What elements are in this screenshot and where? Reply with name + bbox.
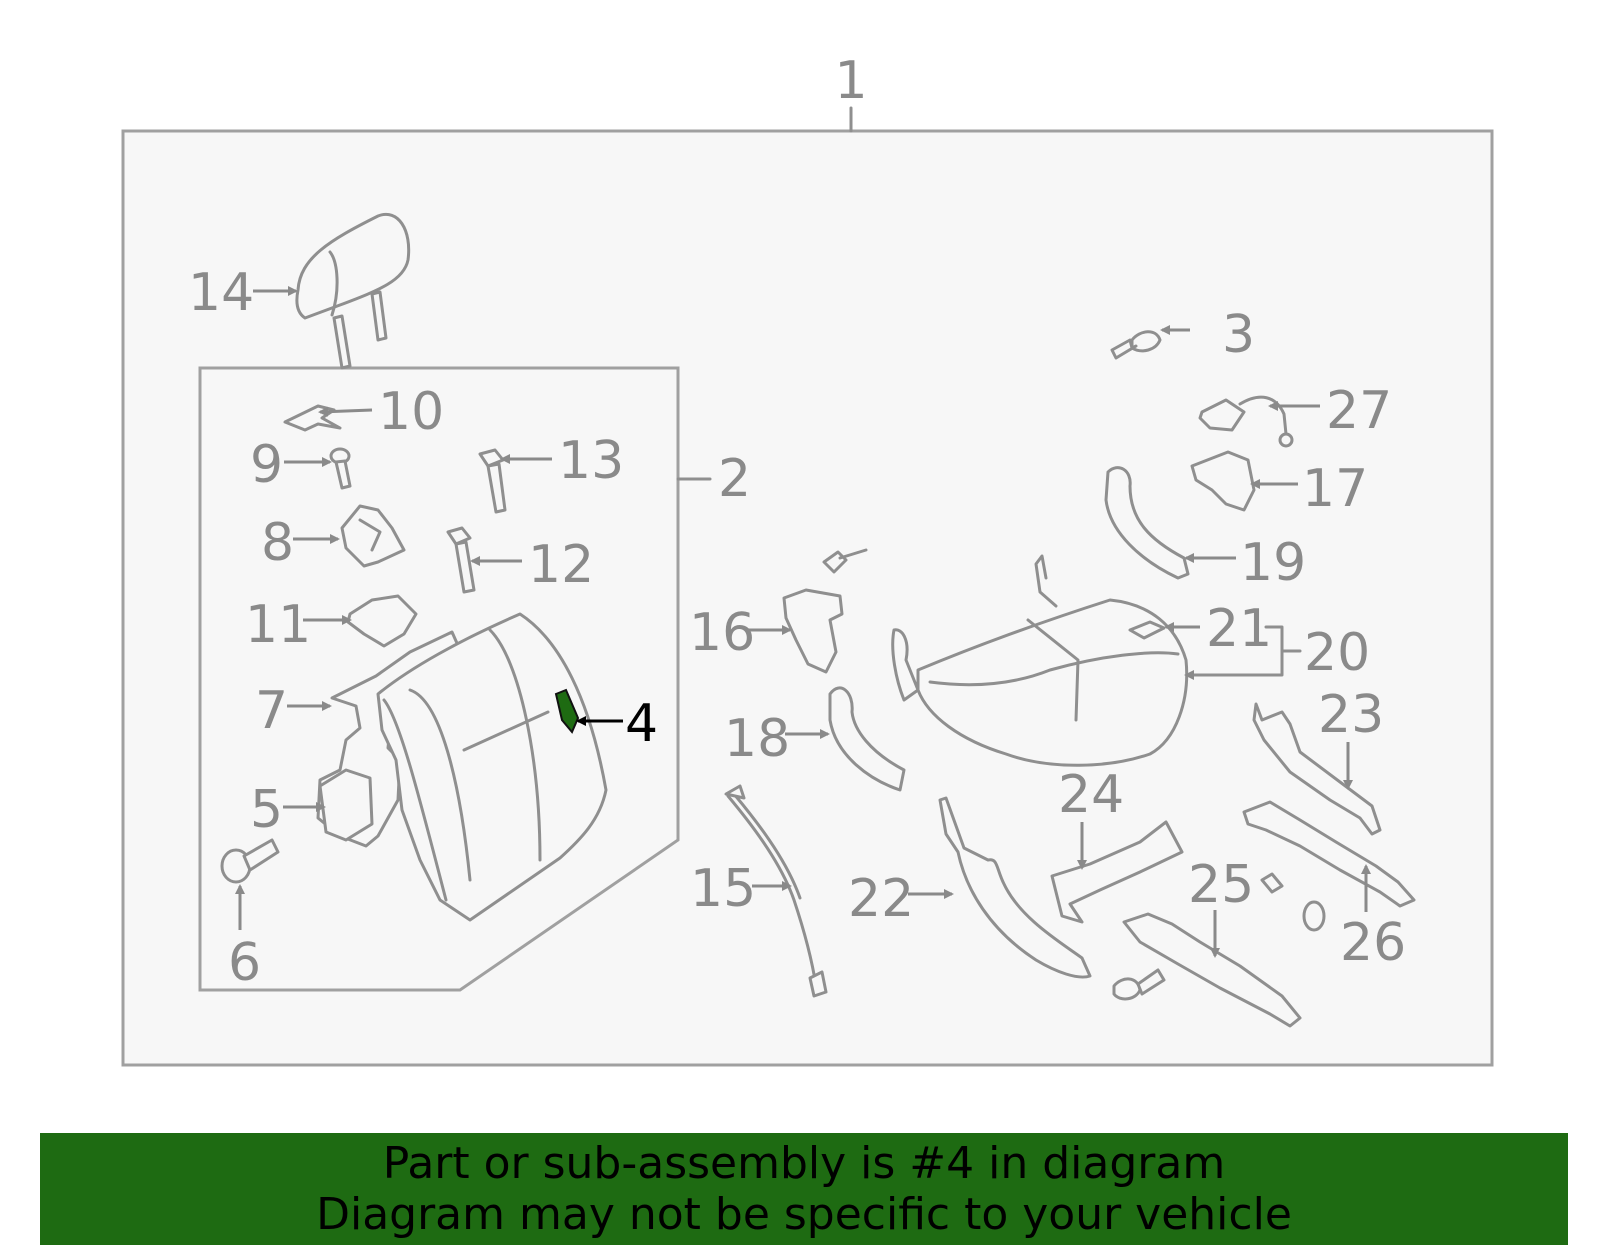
part-26-rail[interactable]	[1242, 800, 1416, 908]
part-14-headrest[interactable]	[295, 212, 411, 370]
part-8-latch[interactable]	[340, 504, 406, 568]
leader-lines	[235, 286, 1371, 958]
callout-25: 25	[1188, 855, 1254, 915]
part-16-bracket[interactable]	[782, 548, 868, 674]
part-12-pin[interactable]	[446, 526, 476, 594]
callout-24: 24	[1058, 765, 1124, 825]
callout-2: 2	[718, 449, 751, 509]
callout-18: 18	[724, 709, 790, 769]
callout-1: 1	[834, 51, 867, 111]
small-parts-26[interactable]	[1260, 872, 1326, 932]
callout-6: 6	[228, 933, 261, 993]
part-27-harness[interactable]	[1198, 395, 1294, 448]
callout-23: 23	[1318, 685, 1384, 745]
info-banner: Part or sub-assembly is #4 in diagram Di…	[40, 1133, 1568, 1245]
callout-11: 11	[245, 595, 311, 655]
part-4-highlighted[interactable]	[554, 688, 580, 734]
banner-line-2: Diagram may not be specific to your vehi…	[316, 1189, 1292, 1240]
callout-8: 8	[261, 513, 294, 573]
callout-10: 10	[378, 382, 444, 442]
part-24-bracket[interactable]	[1050, 820, 1184, 924]
callout-7: 7	[255, 681, 288, 741]
part-5-module[interactable]	[318, 768, 374, 842]
callout-3: 3	[1222, 305, 1255, 365]
callout-26: 26	[1340, 913, 1406, 973]
callout-14: 14	[188, 263, 254, 323]
part-11-bracket[interactable]	[346, 594, 418, 648]
bolt-lower[interactable]	[1112, 968, 1166, 1001]
callout-4: 4	[625, 694, 658, 754]
part-20-seat-cushion[interactable]	[891, 554, 1189, 767]
seat-back	[376, 612, 608, 922]
callout-20: 20	[1304, 623, 1370, 683]
banner-line-1: Part or sub-assembly is #4 in diagram	[382, 1138, 1226, 1189]
callout-15: 15	[690, 859, 756, 919]
part-9-bolt[interactable]	[329, 447, 352, 490]
part-19-trim[interactable]	[1104, 466, 1190, 580]
callout-22: 22	[848, 869, 914, 929]
callout-16: 16	[689, 603, 755, 663]
part-6-bolt[interactable]	[220, 838, 280, 884]
callout-27: 27	[1326, 381, 1392, 441]
part-25-rail[interactable]	[1122, 912, 1302, 1028]
part-15-cable[interactable]	[724, 784, 828, 998]
part-23-rail[interactable]	[1252, 702, 1382, 836]
callout-12: 12	[528, 535, 594, 595]
part-13-pin[interactable]	[478, 448, 507, 514]
callout-19: 19	[1240, 533, 1306, 593]
callout-21: 21	[1206, 599, 1272, 659]
callout-9: 9	[250, 435, 283, 495]
part-18-trim[interactable]	[828, 686, 906, 792]
part-3-bolt[interactable]	[1110, 330, 1162, 360]
part-17-cover[interactable]	[1190, 450, 1256, 512]
part-22-rail-cover[interactable]	[938, 796, 1092, 979]
callout-5: 5	[250, 780, 283, 840]
callout-17: 17	[1302, 459, 1368, 519]
callout-13: 13	[558, 431, 624, 491]
